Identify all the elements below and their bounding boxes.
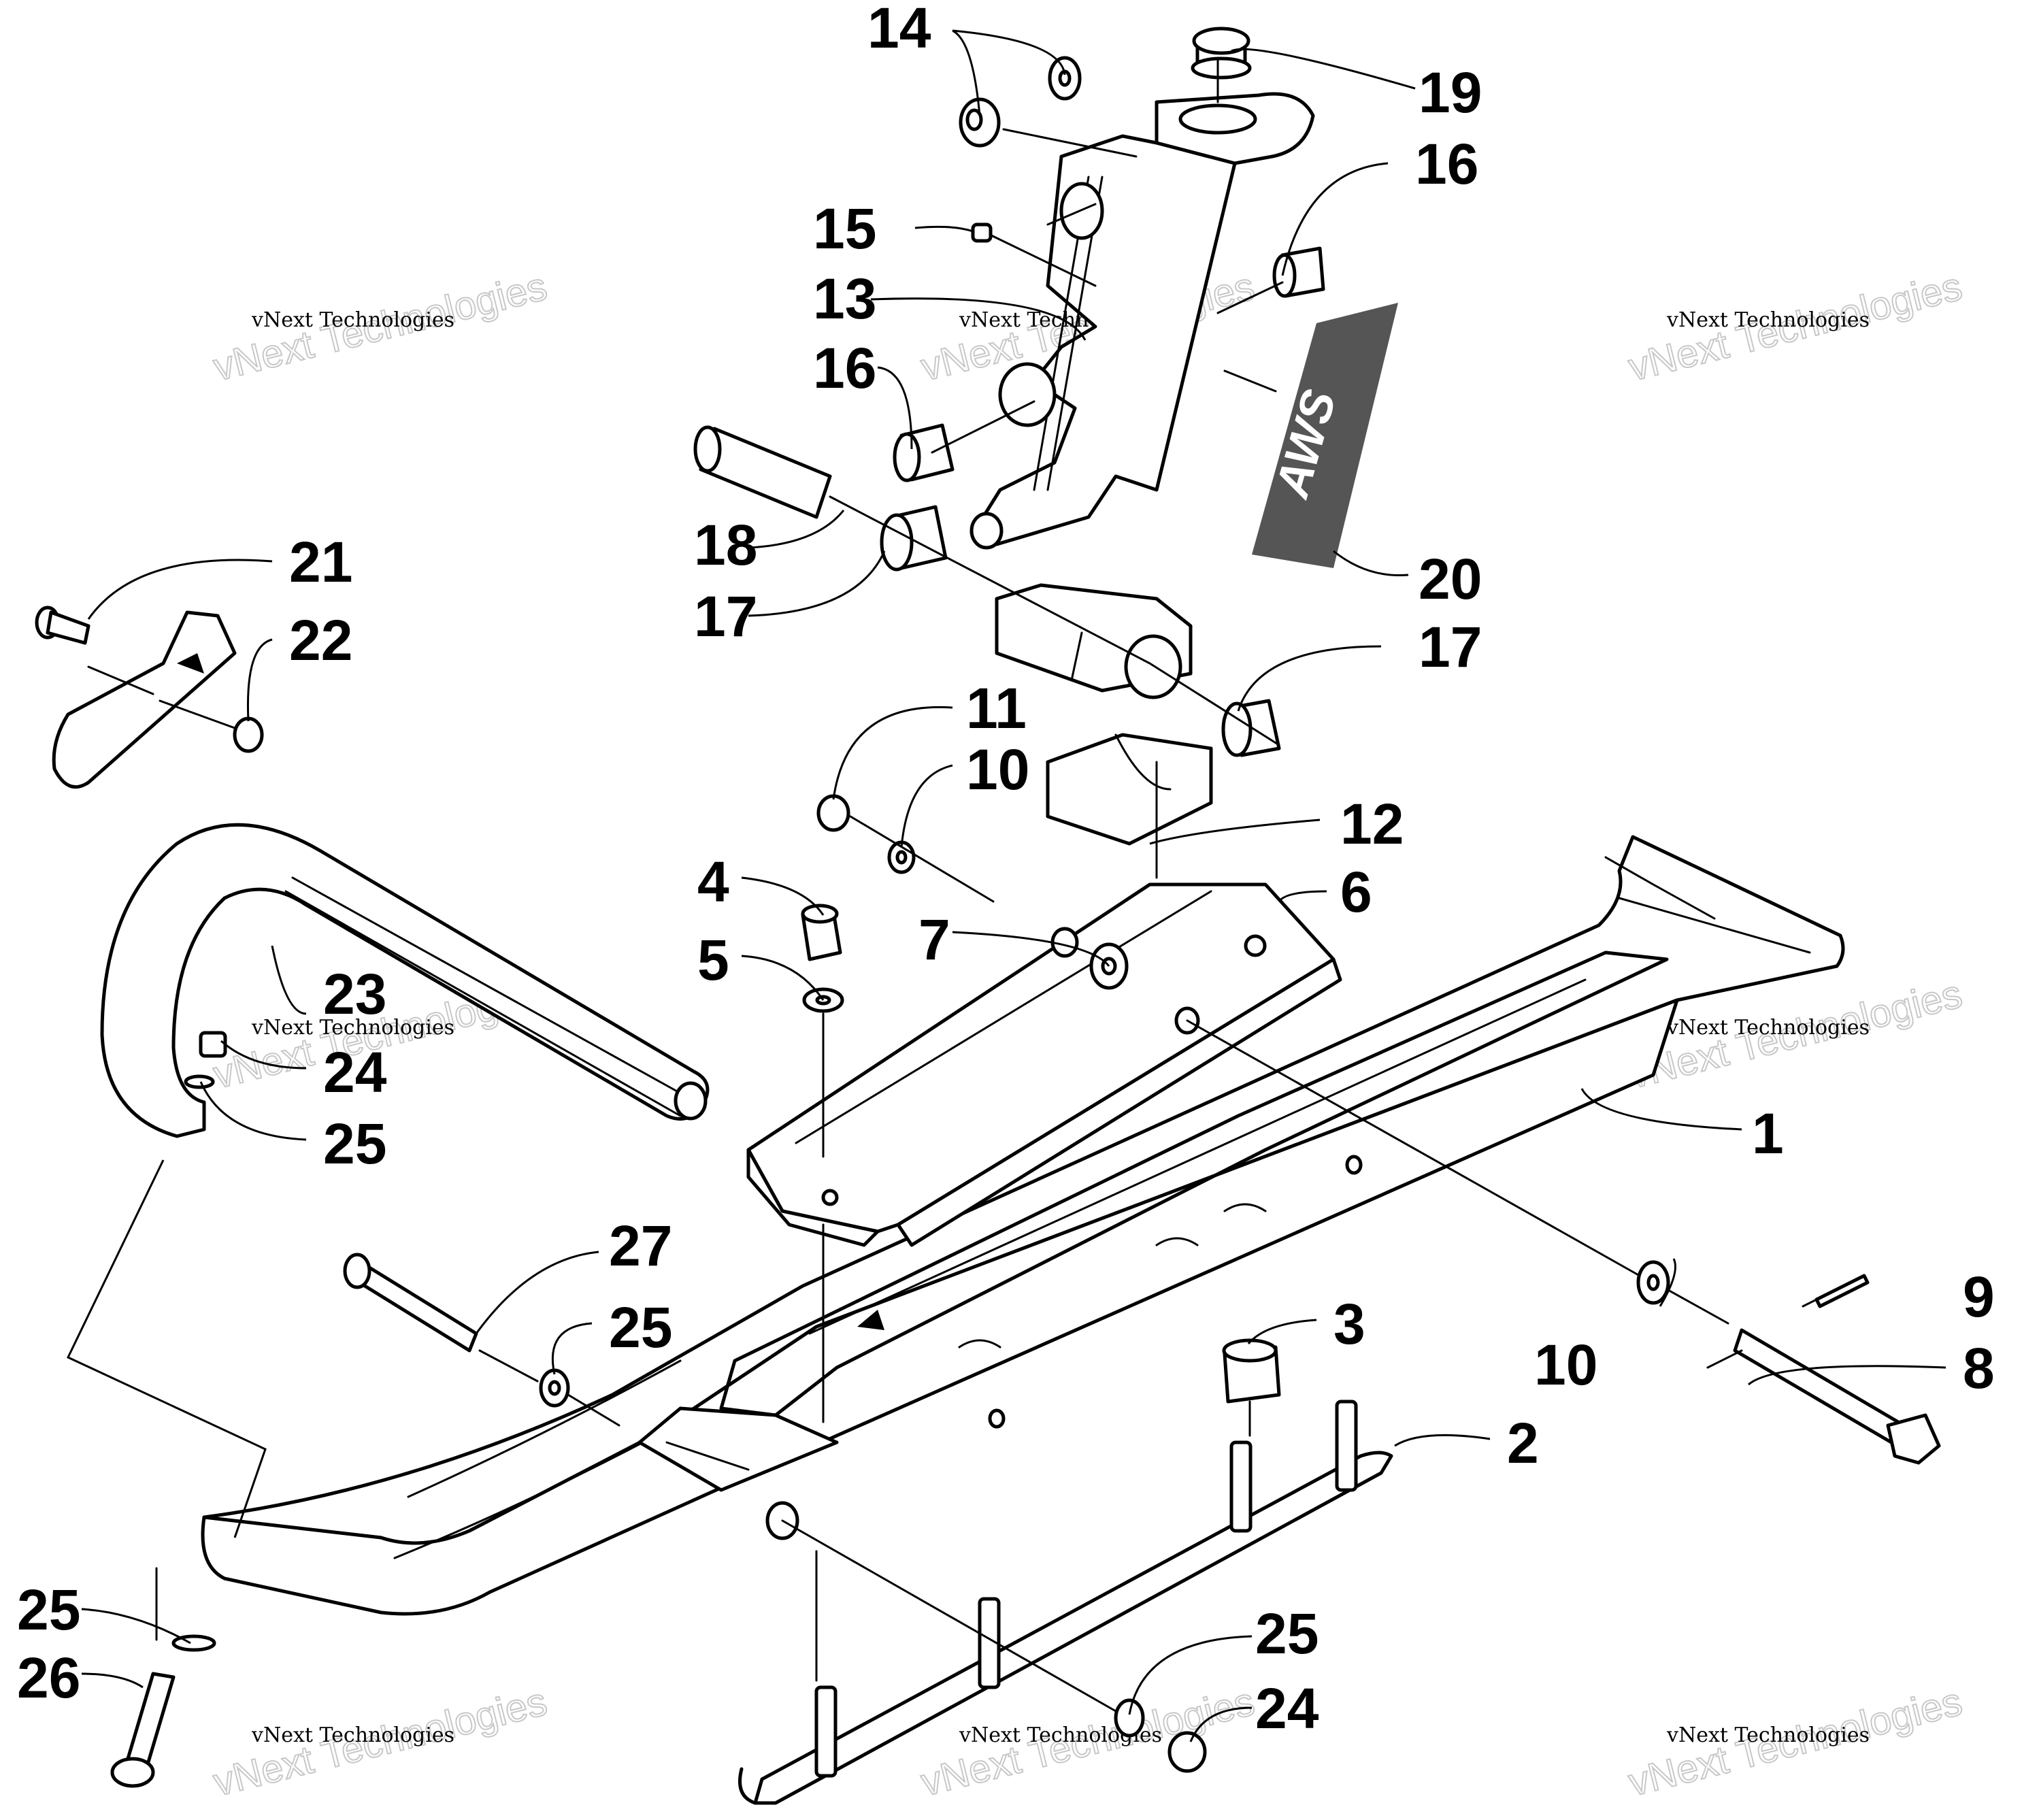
watermark-bottom-right: vNext Technologies vNext Technologies	[1623, 1678, 1967, 1805]
callout-19: 19	[1419, 61, 1482, 125]
bolt-27	[343, 1253, 478, 1353]
nut-24-bottom	[1167, 1731, 1207, 1773]
ski-saddle	[746, 882, 1342, 1247]
bolt-8	[1733, 1328, 1941, 1465]
callout-24-bottom: 24	[1255, 1676, 1319, 1740]
grease-fitting	[971, 222, 993, 243]
pin-18	[693, 425, 832, 519]
callout-11: 11	[966, 676, 1027, 740]
bushing-16-right	[1272, 246, 1325, 298]
callout-25-loop: 25	[323, 1112, 386, 1176]
screw-21	[35, 606, 90, 645]
callout-20: 20	[1419, 547, 1482, 611]
bushing-17-right	[1221, 699, 1281, 757]
callout-22: 22	[289, 608, 352, 672]
callout-16-right: 16	[1415, 132, 1478, 196]
svg-text:vNext Technologies: vNext Technologies	[251, 308, 454, 332]
spacer-3	[1222, 1338, 1281, 1404]
assembly-lines	[66, 56, 1825, 1713]
callout-8: 8	[1963, 1336, 1995, 1400]
callout-25-mid: 25	[609, 1295, 672, 1359]
callout-17-right: 17	[1419, 615, 1482, 679]
callout-4: 4	[697, 850, 729, 914]
svg-text:vNext Technologies: vNext Technologies	[251, 1723, 454, 1747]
callout-13: 13	[813, 267, 876, 331]
callout-12: 12	[1340, 792, 1404, 856]
callout-27: 27	[609, 1214, 672, 1278]
callout-10-lower: 10	[1534, 1333, 1597, 1397]
callout-16-left: 16	[813, 336, 876, 400]
callout-26: 26	[17, 1646, 80, 1710]
nut-22	[233, 716, 264, 753]
spindle-cap	[1191, 27, 1252, 80]
ski-body	[201, 835, 1845, 1616]
callout-1: 1	[1752, 1102, 1784, 1165]
cotter-pin-9	[1814, 1274, 1870, 1308]
callout-18: 18	[694, 513, 757, 577]
svg-text:vNext Technologies: vNext Technologies	[1666, 308, 1870, 332]
callout-25-bottom-left: 25	[17, 1578, 80, 1642]
watermark-top-right: vNext Technologies vNext Technologies	[1623, 263, 1967, 390]
callout-17-left: 17	[694, 584, 757, 648]
ski-loop	[100, 823, 710, 1138]
callout-labels: 14 19 16 15 13 16 18 17 20 17 21 22 11 1…	[17, 0, 1995, 1740]
callout-3: 3	[1333, 1292, 1365, 1356]
washer-14-lower	[959, 97, 1001, 148]
bracket-21	[52, 610, 237, 789]
watermark-bottom-left: vNext Technologies vNext Technologies	[208, 1678, 552, 1805]
wear-rod	[738, 1400, 1393, 1805]
spindle	[969, 92, 1315, 699]
washer-10-lower	[1636, 1260, 1670, 1305]
callout-6: 6	[1340, 860, 1372, 924]
washer-25-mid	[539, 1368, 570, 1408]
callout-23: 23	[323, 962, 386, 1026]
washer-25-loop	[184, 1074, 215, 1089]
callout-2: 2	[1507, 1411, 1539, 1475]
aws-decal: AWS	[1252, 303, 1398, 568]
washer-14-upper	[1048, 56, 1082, 101]
callout-7: 7	[918, 908, 950, 972]
marker-triangle-icon	[177, 653, 204, 674]
nut-4	[801, 904, 842, 961]
callout-25-bottom-right: 25	[1255, 1602, 1319, 1666]
spring-block	[1046, 733, 1213, 846]
callout-14: 14	[867, 0, 931, 60]
svg-text:vNext Technologies: vNext Technologies	[251, 1016, 454, 1040]
callout-10-upper: 10	[966, 738, 1029, 801]
callout-24-upper: 24	[323, 1040, 387, 1104]
callout-5: 5	[697, 928, 729, 992]
svg-text:vNext Technologies: vNext Technologies	[1666, 1016, 1870, 1040]
callout-15: 15	[813, 197, 876, 261]
washer-25-bottom-right	[1114, 1698, 1145, 1738]
bushing-16-left	[893, 423, 955, 482]
svg-text:vNext Technologies: vNext Technologies	[1666, 1723, 1870, 1747]
callout-9: 9	[1963, 1265, 1995, 1329]
watermark-top-left: vNext Technologies vNext Technologies	[208, 263, 552, 390]
bushing-17-left	[880, 505, 948, 572]
callout-21: 21	[289, 530, 352, 594]
bolt-26	[110, 1672, 176, 1788]
leader-lines	[81, 29, 1946, 1742]
nut-11	[816, 794, 850, 832]
marker-triangle-icon	[857, 1310, 884, 1330]
